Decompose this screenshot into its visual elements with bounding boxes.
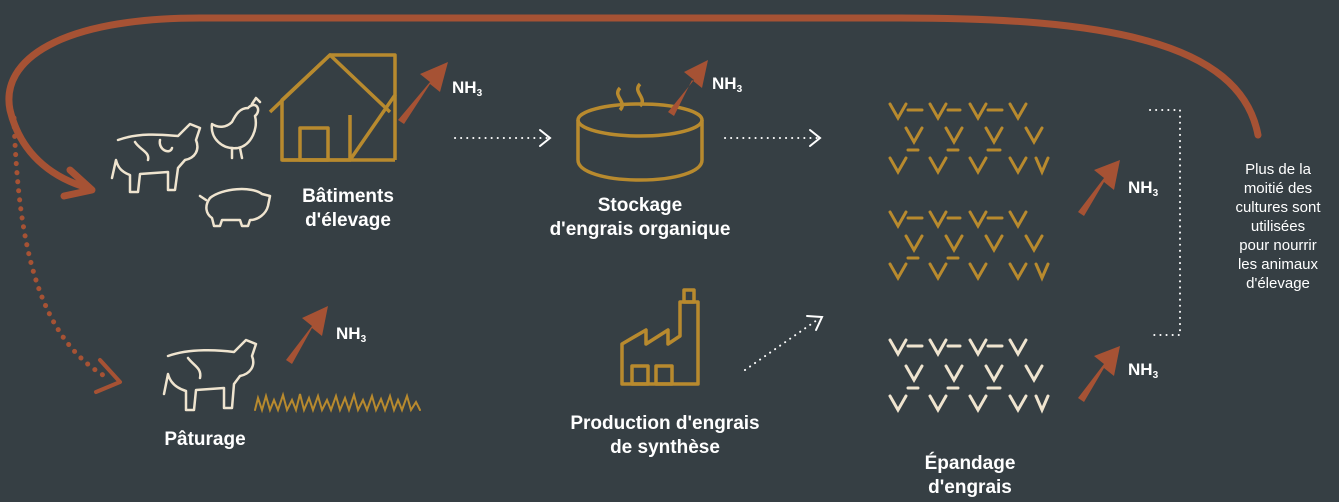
label-batiments: Bâtiments d'élevage [278,185,418,233]
label-epandage: Épandage d'engrais [900,452,1040,500]
label-paturage-line1: Pâturage [164,429,246,450]
nh3-label-epandage-top: NH3 [1128,178,1159,199]
side-note-line-4: utilisées [1250,218,1306,235]
barn-icon [268,53,397,162]
pasture-cow-icon [162,338,258,412]
dotted-arrow-to-paturage [11,115,111,381]
flow-arrow-stockage-to-epandage [724,129,822,147]
crops-bracket [1149,109,1181,336]
label-paturage: Pâturage [150,428,260,452]
side-note-line-7: d'élevage [1246,275,1310,292]
emission-arrow-epandage-top [1078,160,1120,216]
emission-arrow-batiments [398,62,448,124]
feedback-loop-arrowhead [60,166,96,200]
label-epandage-line2: d'engrais [928,477,1012,498]
flow-arrow-production-to-epandage [744,315,824,371]
nh3-label-paturage: NH3 [336,324,367,345]
nh3-label-stockage: NH3 [712,74,743,95]
label-epandage-line1: Épandage [924,453,1016,474]
label-production-line1: Production d'engrais [570,413,760,434]
nh3-label-epandage-bottom: NH3 [1128,360,1159,381]
label-stockage-line1: Stockage [597,195,683,216]
side-note-line-5: pour nourrir [1239,237,1317,254]
label-batiments-line2: d'élevage [305,210,391,231]
chicken-icon [210,96,262,160]
emission-arrow-epandage-bottom [1078,346,1120,402]
label-stockage: Stockage d'engrais organique [530,194,750,242]
side-note-line-2: moitié des [1243,180,1313,197]
storage-tank-icon [576,82,704,182]
side-note-line-3: cultures sont [1235,199,1321,216]
side-note: Plus de la moitié des cultures sont util… [1218,160,1338,293]
cow-icon [110,122,202,194]
nh3-label-batiments: NH3 [452,78,483,99]
pig-icon [198,187,272,228]
crops-icon-cream [888,338,1050,414]
feedback-loop-arrow [5,14,1262,192]
dotted-arrow-to-paturage-head [94,358,122,394]
emission-arrow-paturage [286,306,328,364]
label-production-line2: de synthèse [610,437,720,458]
crops-icon [888,102,1050,282]
factory-icon [620,288,700,386]
emission-arrow-stockage [668,60,708,116]
label-production: Production d'engrais de synthèse [545,412,785,460]
side-note-line-6: les animaux [1237,256,1319,273]
label-stockage-line2: d'engrais organique [549,219,731,240]
side-note-line-1: Plus de la [1245,161,1311,178]
label-batiments-line1: Bâtiments [302,186,394,207]
flow-arrow-batiments-to-stockage [454,129,552,147]
grass-icon [254,391,421,414]
